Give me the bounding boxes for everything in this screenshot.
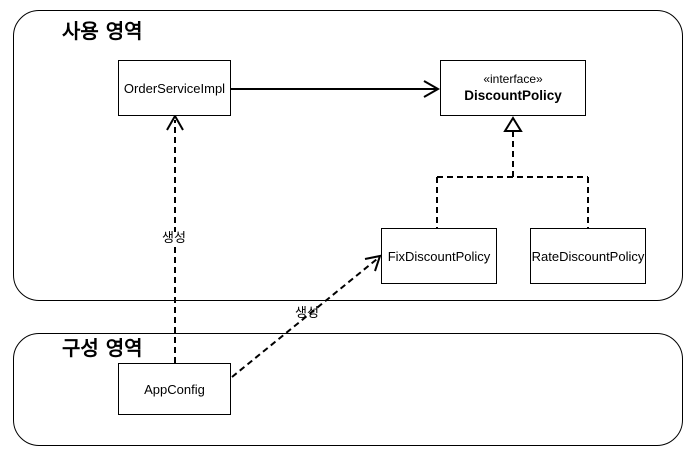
association-arrowhead bbox=[423, 80, 441, 98]
order-service-impl-label: OrderServiceImpl bbox=[123, 80, 226, 96]
create-label-fix-discount: 생성 bbox=[295, 306, 319, 321]
create-dependency-arrowhead-order bbox=[166, 113, 184, 131]
order-service-impl-node: OrderServiceImpl bbox=[118, 60, 231, 116]
interface-stereotype: «interface» bbox=[483, 72, 543, 86]
app-config-label: AppConfig bbox=[144, 381, 205, 397]
fix-discount-policy-label: FixDiscountPolicy bbox=[387, 248, 491, 264]
create-dependency-fix-discount bbox=[231, 258, 378, 378]
discount-policy-label: DiscountPolicy bbox=[464, 88, 562, 103]
realization-connector bbox=[436, 131, 589, 230]
create-label-order-service: 생성 bbox=[162, 231, 186, 246]
create-dependency-arrowhead-fix bbox=[364, 254, 382, 272]
rate-discount-policy-node: RateDiscountPolicy bbox=[530, 228, 646, 284]
fix-discount-policy-node: FixDiscountPolicy bbox=[381, 228, 497, 284]
realization-triangle bbox=[503, 116, 523, 132]
usage-region-title: 사용 영역 bbox=[62, 19, 143, 43]
discount-policy-interface-node: «interface» DiscountPolicy bbox=[440, 60, 586, 116]
config-region-title: 구성 영역 bbox=[62, 336, 143, 360]
rate-discount-policy-label: RateDiscountPolicy bbox=[531, 248, 645, 264]
app-config-node: AppConfig bbox=[118, 363, 231, 415]
